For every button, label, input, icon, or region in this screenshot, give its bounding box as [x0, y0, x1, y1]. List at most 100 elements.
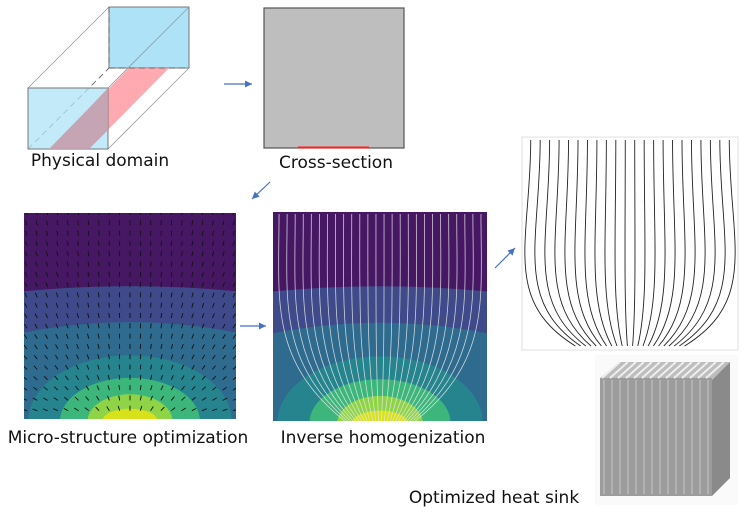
channel-wall	[637, 139, 646, 347]
flux-arrow	[65, 354, 69, 360]
flux-arrow	[181, 282, 183, 288]
fin	[625, 361, 645, 379]
flux-arrow	[35, 251, 38, 257]
flux-arrow	[97, 354, 100, 360]
flux-arrow	[201, 333, 205, 339]
flux-arrow	[211, 271, 215, 277]
inverse-homogenization-contour-plot	[273, 212, 487, 421]
channel-wall	[663, 139, 696, 347]
flux-arrow	[211, 323, 215, 329]
streamline	[381, 213, 385, 421]
streamline	[294, 213, 351, 421]
fin	[705, 361, 725, 379]
flux-arrow	[97, 302, 100, 308]
channel-wall	[614, 139, 623, 347]
flux-arrow	[232, 398, 236, 401]
flux-arrow	[65, 344, 69, 350]
channel-wall	[564, 139, 597, 347]
flux-arrow	[222, 376, 227, 381]
flux-arrow	[97, 364, 100, 370]
flux-arrow	[44, 333, 48, 339]
flux-arrow	[45, 313, 49, 319]
flux-arrow	[24, 292, 28, 298]
flux-arrow	[181, 261, 183, 267]
flux-arrow	[57, 213, 59, 216]
flux-arrow	[66, 251, 69, 257]
flux-arrow	[44, 354, 48, 360]
flux-arrow	[45, 240, 49, 247]
flux-arrow	[66, 271, 69, 277]
flux-arrow	[160, 333, 163, 339]
flux-arrow	[35, 240, 38, 247]
flux-arrow	[107, 364, 110, 370]
flux-arrow	[32, 386, 38, 391]
flux-arrow	[24, 313, 28, 319]
flux-arrow	[222, 397, 228, 401]
flux-arrow	[77, 261, 79, 267]
flux-arrow	[211, 261, 215, 267]
flux-arrow	[222, 386, 228, 391]
flux-arrow	[201, 302, 205, 308]
flux-arrow	[56, 251, 59, 257]
flux-arrow	[45, 271, 49, 277]
flux-arrow	[181, 271, 183, 277]
flux-arrow	[181, 364, 185, 370]
channel-wall	[524, 139, 576, 347]
flux-arrow	[170, 323, 173, 329]
flux-arrow	[170, 292, 173, 298]
flux-arrow	[232, 282, 236, 288]
fin	[641, 361, 661, 379]
flux-arrow	[160, 240, 162, 246]
flux-arrow	[56, 271, 59, 277]
flux-arrow	[24, 344, 28, 350]
flux-arrow	[24, 376, 28, 381]
flux-arrow	[34, 302, 38, 308]
flux-arrow	[118, 364, 121, 370]
flux-arrow	[181, 396, 186, 401]
channel-wall	[584, 139, 607, 347]
flux-arrow	[181, 220, 183, 226]
streamline	[406, 213, 458, 421]
flux-arrow	[43, 375, 48, 381]
flux-arrow	[86, 343, 90, 350]
flux-arrow	[201, 397, 207, 401]
flux-arrow	[191, 344, 195, 350]
flux-arrow	[170, 220, 173, 226]
flux-arrow	[181, 375, 185, 381]
channel-wall	[679, 139, 726, 347]
flux-arrow	[75, 375, 79, 381]
flux-arrow	[87, 251, 90, 257]
flux-arrow	[36, 213, 38, 216]
flux-arrow	[55, 323, 59, 329]
flux-arrow	[232, 355, 236, 360]
flux-arrow	[107, 395, 110, 401]
flux-arrow	[108, 302, 110, 308]
flux-arrow	[191, 282, 194, 288]
flux-arrow	[150, 395, 153, 401]
flux-arrow	[232, 220, 235, 226]
flux-arrow	[74, 407, 79, 412]
flux-arrow	[24, 355, 28, 360]
flux-arrow	[107, 385, 110, 391]
flux-arrow	[45, 230, 49, 236]
flux-arrow	[181, 385, 185, 391]
flux-arrow	[24, 251, 28, 257]
flux-arrow	[106, 406, 110, 411]
flux-arrow	[232, 213, 235, 216]
streamline	[392, 213, 417, 421]
flux-arrow	[87, 313, 90, 319]
flux-arrow	[181, 344, 184, 350]
streamline	[286, 213, 348, 421]
flux-arrow	[201, 375, 206, 381]
flux-arrow	[232, 409, 236, 412]
flux-arrow	[212, 397, 217, 401]
flux-arrow	[211, 220, 215, 226]
flux-arrow	[24, 271, 28, 277]
flux-arrow	[66, 261, 69, 267]
flux-arrow	[139, 385, 142, 391]
flux-arrow	[170, 271, 173, 277]
channel-wall	[684, 139, 736, 347]
flux-arrow	[222, 344, 226, 350]
flux-arrow	[32, 397, 38, 401]
flux-arrow	[170, 240, 173, 246]
